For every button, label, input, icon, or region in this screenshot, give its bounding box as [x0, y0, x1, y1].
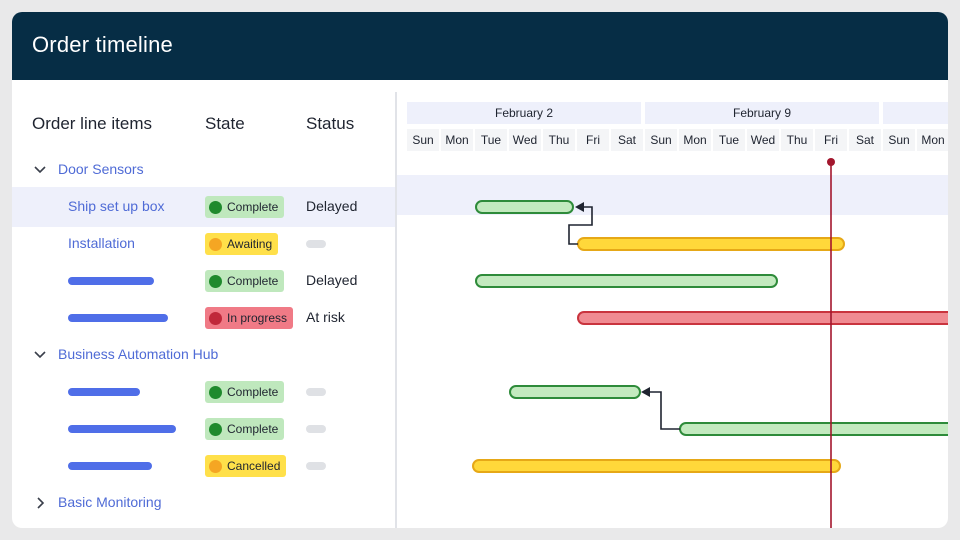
day-header: Mon	[679, 129, 711, 151]
status-text: Delayed	[306, 198, 358, 214]
table-row[interactable]: Cancelled	[12, 446, 395, 486]
day-header: Wed	[747, 129, 779, 151]
state-badge: In progress	[205, 307, 294, 329]
state-badge: Awaiting	[205, 233, 279, 255]
day-header: Fri	[577, 129, 609, 151]
item-placeholder-bar	[68, 314, 168, 322]
day-header: Sat	[849, 129, 881, 151]
day-header: Tue	[713, 129, 745, 151]
today-marker-icon	[827, 158, 835, 166]
chevron-down-icon[interactable]	[32, 347, 48, 363]
item-label[interactable]: Ship set up box	[68, 198, 165, 214]
week-header: February 9	[645, 102, 879, 124]
column-header-status: Status	[306, 114, 355, 133]
table-row[interactable]: Complete	[12, 409, 395, 449]
chevron-down-icon[interactable]	[32, 162, 48, 178]
state-dot-icon	[209, 385, 222, 399]
day-header: Sun	[645, 129, 677, 151]
gantt-bar	[475, 200, 574, 214]
week-header: February 2	[407, 102, 641, 124]
state-dot-icon	[209, 274, 222, 288]
column-header-state: State	[205, 114, 245, 133]
page-title: Order timeline	[32, 32, 173, 57]
dependency-arrow	[649, 391, 680, 430]
status-empty	[306, 425, 326, 433]
day-header: Thu	[543, 129, 575, 151]
state-badge: Complete	[205, 270, 285, 292]
table-row[interactable]: Installation Awaiting	[12, 224, 395, 264]
state-label: Cancelled	[227, 459, 281, 473]
group-label[interactable]: Basic Monitoring	[58, 494, 162, 510]
group-row[interactable]: Door Sensors	[12, 150, 395, 190]
gantt-bar	[475, 274, 778, 288]
item-placeholder-bar	[68, 425, 176, 433]
item-placeholder-bar	[68, 388, 140, 396]
week-header	[883, 102, 948, 124]
day-header: Mon	[441, 129, 473, 151]
day-header: Tue	[475, 129, 507, 151]
day-header: Wed	[509, 129, 541, 151]
state-label: Complete	[227, 422, 279, 436]
state-dot-icon	[209, 422, 222, 436]
state-label: Complete	[227, 274, 279, 288]
day-header: Fri	[815, 129, 847, 151]
arrowhead-icon	[641, 387, 650, 397]
group-row[interactable]: Basic Monitoring	[12, 483, 395, 523]
arrowhead-icon	[575, 202, 584, 212]
table-row[interactable]: Ship set up box Complete Delayed	[12, 187, 395, 227]
column-header-items: Order line items	[32, 114, 152, 133]
day-header: Sun	[883, 129, 915, 151]
state-label: Complete	[227, 200, 279, 214]
chevron-right-icon[interactable]	[32, 495, 48, 511]
group-row[interactable]: Business Automation Hub	[12, 335, 395, 375]
status-text: Delayed	[306, 272, 358, 288]
order-items-pane: Order line items State Status Door Senso…	[12, 92, 397, 528]
day-header: Mon	[917, 129, 948, 151]
item-placeholder-bar	[68, 277, 154, 285]
status-text: At risk	[306, 309, 345, 325]
state-badge: Complete	[205, 196, 285, 218]
state-dot-icon	[209, 200, 222, 214]
state-label: Awaiting	[227, 237, 273, 251]
gantt-bar	[577, 237, 845, 251]
group-label[interactable]: Door Sensors	[58, 161, 144, 177]
state-badge: Complete	[205, 381, 285, 403]
item-placeholder-bar	[68, 462, 152, 470]
table-row[interactable]: Complete Delayed	[12, 261, 395, 301]
state-label: In progress	[227, 311, 288, 325]
status-empty	[306, 462, 326, 470]
status-empty	[306, 240, 326, 248]
group-label[interactable]: Business Automation Hub	[58, 346, 219, 362]
dependency-arrow	[568, 206, 593, 245]
day-header: Thu	[781, 129, 813, 151]
state-dot-icon	[209, 311, 222, 325]
day-header: Sat	[611, 129, 643, 151]
day-header: Sun	[407, 129, 439, 151]
state-dot-icon	[209, 459, 222, 473]
state-dot-icon	[209, 237, 222, 251]
gantt-bars	[472, 158, 948, 528]
order-timeline-window: Order timeline Order line items State St…	[12, 12, 948, 528]
gantt-bar	[509, 385, 641, 399]
gantt-bar	[577, 311, 948, 325]
gantt-bar	[472, 459, 841, 473]
table-row[interactable]: Complete	[12, 372, 395, 412]
status-empty	[306, 388, 326, 396]
gantt-bar	[679, 422, 948, 436]
state-badge: Cancelled	[205, 455, 287, 477]
item-label[interactable]: Installation	[68, 235, 135, 251]
title-bar: Order timeline	[12, 12, 948, 80]
state-badge: Complete	[205, 418, 285, 440]
state-label: Complete	[227, 385, 279, 399]
table-row[interactable]: In progress At risk	[12, 298, 395, 338]
